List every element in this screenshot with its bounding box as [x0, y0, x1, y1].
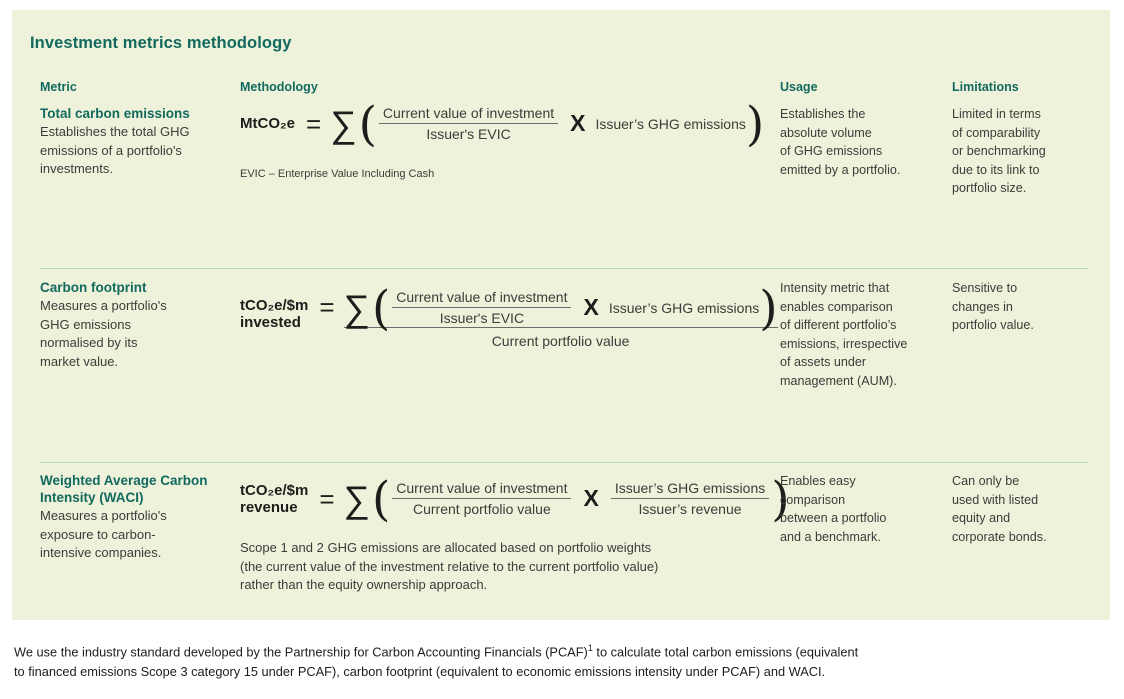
fraction-denominator: Issuer's EVIC — [426, 126, 511, 142]
usage-cell: Enables easy comparison between a portfo… — [780, 472, 948, 546]
fraction-numerator: Current value of investment — [392, 289, 572, 308]
metric-cell: Total carbon emissions Establishes the t… — [40, 105, 236, 179]
formula-lhs: tCO₂e/$m invested — [240, 297, 309, 331]
multiply-icon: X — [583, 294, 599, 320]
open-paren: ( — [358, 96, 377, 152]
footnote-part2: to calculate total carbon emissions (equ… — [14, 644, 859, 680]
formula-right-term: Issuer’s GHG emissions — [608, 299, 760, 316]
limitations-text: Can only be used with listed equity and … — [952, 474, 1047, 544]
equals-sign: = — [319, 483, 335, 514]
fraction-denominator: Issuer's EVIC — [439, 310, 525, 326]
column-header-usage: Usage — [780, 80, 818, 94]
multiply-icon: X — [570, 110, 586, 136]
evic-note: EVIC – Enterprise Value Including Cash — [240, 168, 435, 180]
page-title: Investment metrics methodology — [30, 34, 292, 52]
usage-text: Establishes the absolute volume of GHG e… — [780, 107, 901, 177]
methodology-panel: Investment metrics methodology Metric Me… — [12, 10, 1110, 620]
outer-fraction-denominator: Current portfolio value — [491, 333, 630, 349]
outer-fraction: ∑ ( Current value of investment Issuer's… — [343, 280, 778, 349]
usage-text: Enables easy comparison between a portfo… — [780, 474, 887, 544]
metric-title: Total carbon emissions — [40, 106, 190, 121]
fraction-numerator: Current value of investment — [392, 480, 572, 499]
multiply-icon: X — [583, 485, 599, 511]
limitations-cell: Limited in terms of comparability or ben… — [952, 105, 1102, 198]
fraction: Current value of investment Issuer's EVI… — [392, 289, 572, 326]
footnote: We use the industry standard developed b… — [14, 638, 1044, 682]
metric-cell: Carbon footprint Measures a portfolio's … — [40, 279, 236, 371]
open-paren: ( — [371, 471, 391, 527]
equals-sign: = — [306, 108, 322, 139]
fraction-numerator: Current value of investment — [378, 105, 559, 124]
formula-right-term: Issuer’s GHG emissions — [595, 115, 746, 132]
right-fraction-denominator: Issuer’s revenue — [638, 501, 742, 517]
close-paren: ) — [745, 96, 765, 152]
formula-total-carbon-emissions: MtCO₂e = ∑ ( Current value of investment… — [240, 96, 770, 152]
usage-text: Intensity metric that enables comparison… — [780, 281, 908, 388]
fraction: Current value of investment Issuer's EVI… — [378, 105, 559, 142]
right-fraction-numerator: Issuer’s GHG emissions — [610, 480, 770, 499]
metric-title: Carbon footprint — [40, 280, 147, 295]
open-paren: ( — [371, 280, 391, 336]
fraction-denominator: Current portfolio value — [413, 501, 551, 517]
methodology-cell: tCO₂e/$m revenue = ∑ ( Current value of … — [240, 471, 790, 595]
usage-cell: Establishes the absolute volume of GHG e… — [780, 105, 948, 179]
limitations-text: Sensitive to changes in portfolio value. — [952, 281, 1034, 332]
metric-description: Measures a portfolio's exposure to carbo… — [40, 508, 167, 560]
equals-sign: = — [319, 292, 335, 322]
sigma-icon: ∑ — [330, 102, 357, 146]
limitations-text: Limited in terms of comparability or ben… — [952, 107, 1046, 195]
column-header-metric: Metric — [40, 80, 77, 94]
footnote-part1: We use the industry standard developed b… — [14, 644, 588, 660]
limitations-cell: Can only be used with listed equity and … — [952, 472, 1102, 546]
sigma-icon: ∑ — [343, 477, 370, 521]
metric-title: Weighted Average Carbon Intensity (WACI) — [40, 473, 208, 505]
formula-lhs: tCO₂e/$m revenue — [240, 481, 309, 516]
methodology-cell: tCO₂e/$m invested = ∑ ( Current value of… — [240, 279, 778, 349]
row-divider — [40, 268, 1088, 269]
usage-cell: Intensity metric that enables comparison… — [780, 279, 948, 390]
methodology-cell: MtCO₂e = ∑ ( Current value of investment… — [240, 96, 770, 191]
row-divider — [40, 462, 1088, 463]
column-header-limitations: Limitations — [952, 80, 1019, 94]
column-header-methodology: Methodology — [240, 80, 318, 94]
formula-waci: tCO₂e/$m revenue = ∑ ( Current value of … — [240, 471, 790, 527]
formula-lhs: MtCO₂e — [240, 115, 295, 132]
fraction: Current value of investment Current port… — [392, 480, 572, 517]
close-paren: ) — [771, 471, 790, 527]
fraction-right: Issuer’s GHG emissions Issuer’s revenue — [610, 480, 770, 517]
limitations-cell: Sensitive to changes in portfolio value. — [952, 279, 1102, 335]
close-paren: ) — [759, 280, 778, 336]
metric-description: Establishes the total GHG emissions of a… — [40, 124, 190, 176]
metric-description: Measures a portfolio's GHG emissions nor… — [40, 298, 167, 369]
sigma-icon: ∑ — [343, 286, 370, 330]
formula-carbon-footprint: tCO₂e/$m invested = ∑ ( Current value of… — [240, 279, 778, 349]
metric-cell: Weighted Average Carbon Intensity (WACI)… — [40, 472, 236, 563]
scope-note: Scope 1 and 2 GHG emissions are allocate… — [240, 540, 659, 592]
footnote-superscript: 1 — [587, 643, 593, 653]
